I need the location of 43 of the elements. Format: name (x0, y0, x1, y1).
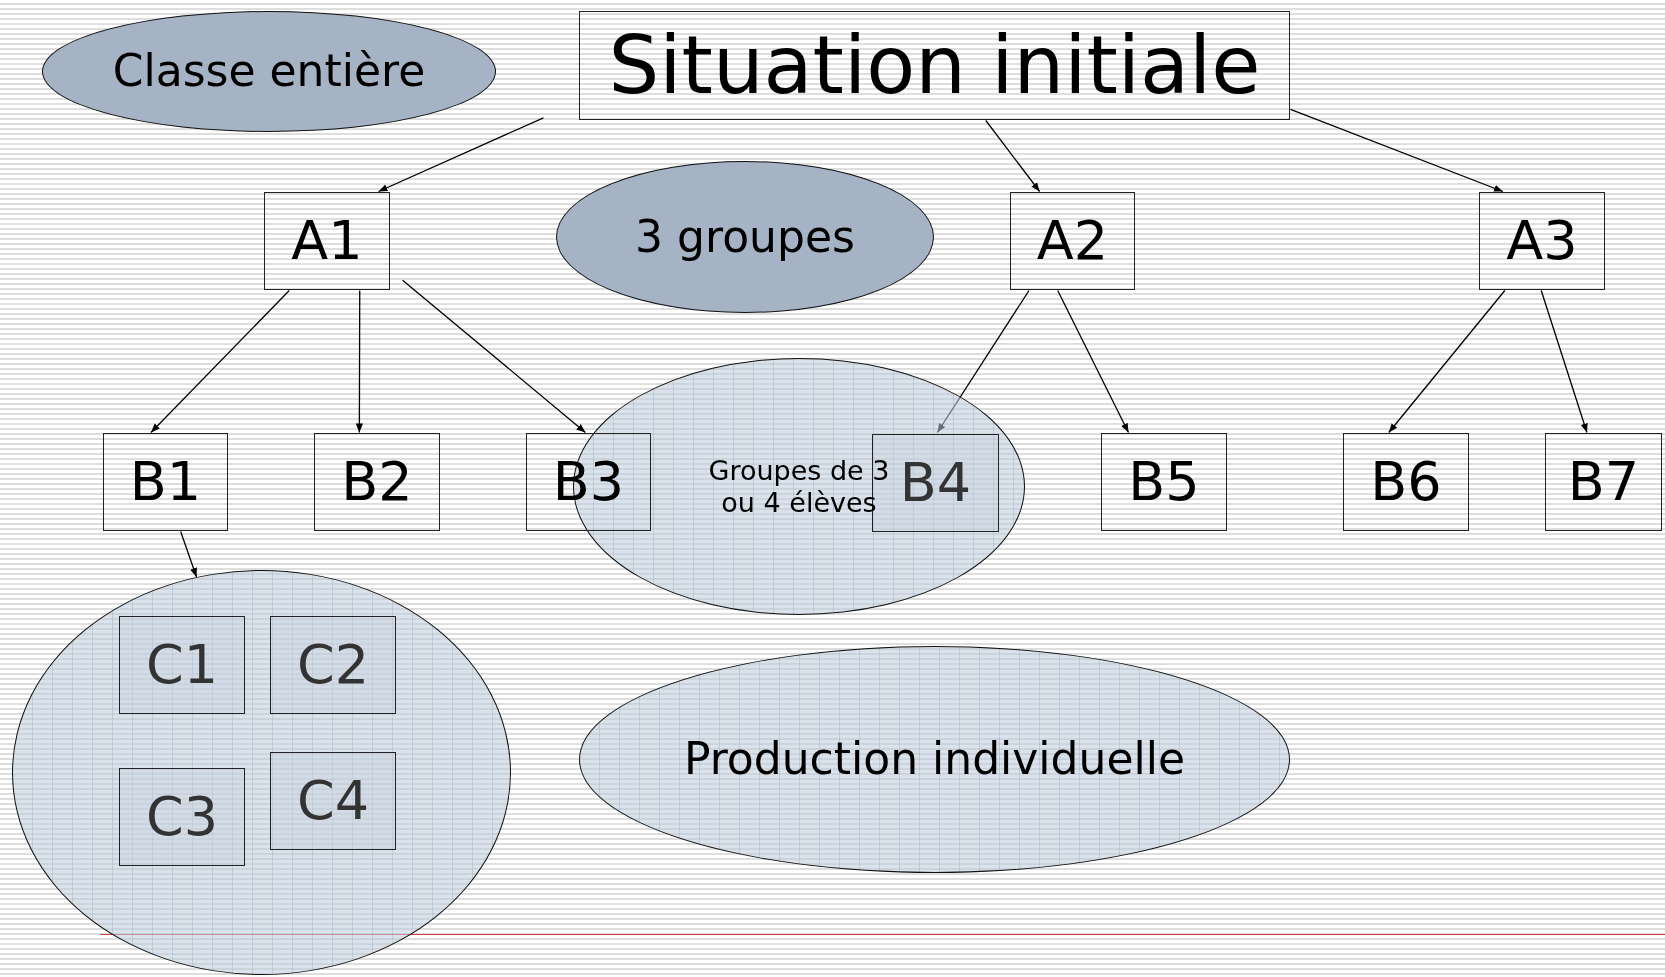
label-box (103, 433, 228, 531)
arrow (1057, 289, 1130, 434)
label-box (264, 192, 390, 290)
node-label: C3 (145, 785, 219, 849)
node-label: 3 groupes (635, 211, 855, 263)
label-box (1101, 433, 1227, 531)
arrow (1540, 289, 1588, 434)
label-box (579, 11, 1290, 120)
label-box (1010, 192, 1135, 290)
arrow (401, 279, 587, 434)
node-label: B6 (1370, 450, 1442, 514)
node-label: C1 (145, 633, 219, 697)
node-label: Classe entière (112, 46, 426, 97)
label-box (1545, 433, 1662, 531)
arrow (1388, 289, 1506, 434)
label-box (526, 433, 651, 531)
label-box (1479, 192, 1605, 290)
label-box (270, 752, 396, 850)
node-label: B1 (129, 450, 202, 514)
label-box (119, 768, 245, 866)
node-label: Situation initiale (608, 19, 1261, 112)
label-box (119, 616, 245, 714)
node-label: A3 (1506, 209, 1578, 273)
node-label: C2 (296, 633, 370, 697)
label-box (1343, 433, 1469, 531)
node-label: Production individuelle (684, 734, 1185, 785)
arrow (1289, 108, 1504, 193)
node-label: B3 (552, 450, 625, 514)
arrow (377, 117, 545, 193)
arrow (150, 289, 290, 434)
arrow (180, 530, 198, 578)
node-label: C4 (296, 769, 370, 833)
node-label: B2 (341, 450, 413, 514)
node-label: B4 (899, 451, 972, 515)
label-box (270, 616, 396, 714)
node-label: A1 (291, 209, 363, 273)
node-label: B5 (1128, 450, 1200, 514)
label-box (314, 433, 440, 531)
arrow (936, 289, 1030, 434)
node-label: B7 (1567, 450, 1640, 514)
arrow (985, 119, 1041, 193)
node-label: A2 (1036, 209, 1109, 273)
arrow (355, 289, 363, 434)
